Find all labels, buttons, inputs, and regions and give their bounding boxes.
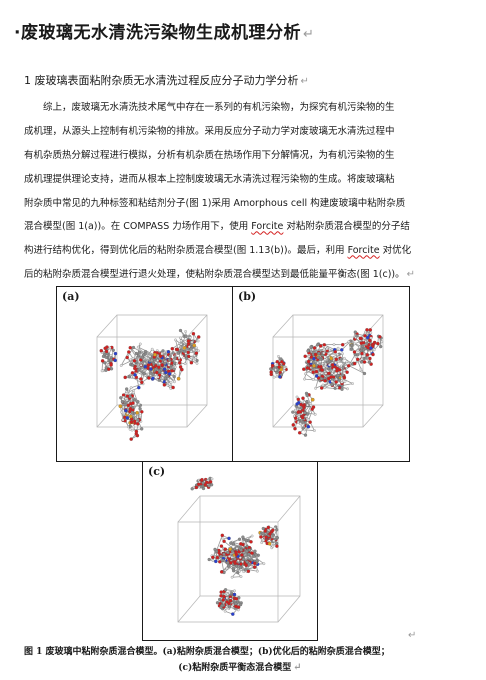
line-text: 对粘附杂质混合模型的分子结 [283, 221, 410, 233]
paragraph-line: 有机杂质热分解过程进行模拟，分析有机杂质在热场作用下分解情况，为有机污染物的生 [24, 149, 395, 161]
simulation-box [272, 314, 384, 428]
molecule-render [96, 314, 208, 441]
line-text: 构进行结构优化，得到优化后的粘附杂质混合模型(图 1.13(b))。最后，利用 [24, 245, 348, 257]
paragraph-mark-icon: ↵ [293, 662, 302, 673]
paragraph-line: 混合模型(图 1(a))。在 COMPASS 力场作用下，使用 Forcite … [24, 215, 456, 239]
paragraph-mark-icon: ↵ [300, 76, 309, 87]
panel-label: (a) [62, 290, 80, 303]
figure-panel-b: (b) [232, 286, 410, 462]
caption-line: 图 1 废玻璃中粘附杂质混合模型。(a)粘附杂质混合模型；(b)优化后的粘附杂质… [24, 647, 390, 657]
spellcheck-word: Forcite [251, 221, 284, 233]
paragraph-mark-icon: ↵ [406, 269, 416, 281]
document-title: ·废玻璃无水清洗污染物生成机理分析↵ [14, 18, 314, 43]
paragraph-line: 附杂质中常见的九种标签和粘结剂分子(图 1)采用 Amorphous cell … [24, 197, 406, 209]
paragraph-line: 成机理提供理论支持，进而从根本上控制废玻璃无水清洗过程污染物的生成。将废玻璃粘 [24, 173, 395, 185]
figure-panel-c: (c) [142, 461, 318, 641]
body-paragraph: 综上，废玻璃无水清洗技术尾气中存在一系列的有机污染物，为探究有机污染物的生 成机… [24, 96, 456, 287]
figure-panel-a: (a) [56, 286, 233, 462]
panel-label: (b) [238, 290, 257, 303]
panel-label: (c) [148, 465, 166, 478]
paragraph-mark-icon: ↵ [302, 27, 315, 42]
paragraph-line: 综上，废玻璃无水清洗技术尾气中存在一系列的有机污染物，为探究有机污染物的生 [43, 102, 395, 113]
paragraph-line: 后的粘附杂质混合模型进行退火处理，使粘附杂质混合模型达到最低能量平衡态(图 1(… [24, 263, 456, 287]
line-text: 对优化 [379, 245, 412, 257]
simulation-box [96, 314, 208, 428]
molecule-render [269, 314, 384, 437]
title-text: ·废玻璃无水清洗污染物生成机理分析 [14, 23, 301, 43]
molecule-cluster [269, 328, 384, 437]
line-text: 后的粘附杂质混合模型进行退火处理，使粘附杂质混合模型达到最低能量平衡态(图 1(… [24, 269, 405, 281]
molecule-cluster [190, 476, 279, 616]
spellcheck-word: Forcite [347, 245, 380, 257]
paragraph-mark-icon: ↵ [408, 630, 417, 641]
caption-line: (c)粘附杂质平衡态混合模型↵ [24, 660, 456, 676]
paragraph-line: 成机理，从源头上控制有机污染物的排放。采用反应分子动力学对废玻璃无水清洗过程中 [24, 125, 395, 137]
section-heading-text: 1 废玻璃表面粘附杂质无水清洗过程反应分子动力学分析 [24, 74, 299, 87]
line-text: 混合模型(图 1(a))。在 COMPASS 力场作用下，使用 [24, 221, 252, 233]
section-heading: 1 废玻璃表面粘附杂质无水清洗过程反应分子动力学分析↵ [24, 72, 309, 88]
molecule-cluster [99, 328, 201, 441]
simulation-box [177, 495, 301, 623]
figure-caption: 图 1 废玻璃中粘附杂质混合模型。(a)粘附杂质混合模型；(b)优化后的粘附杂质… [24, 644, 456, 676]
molecule-render [177, 476, 301, 623]
caption-line-text: (c)粘附杂质平衡态混合模型 [178, 663, 292, 673]
paragraph-line: 构进行结构优化，得到优化后的粘附杂质混合模型(图 1.13(b))。最后，利用 … [24, 239, 456, 263]
